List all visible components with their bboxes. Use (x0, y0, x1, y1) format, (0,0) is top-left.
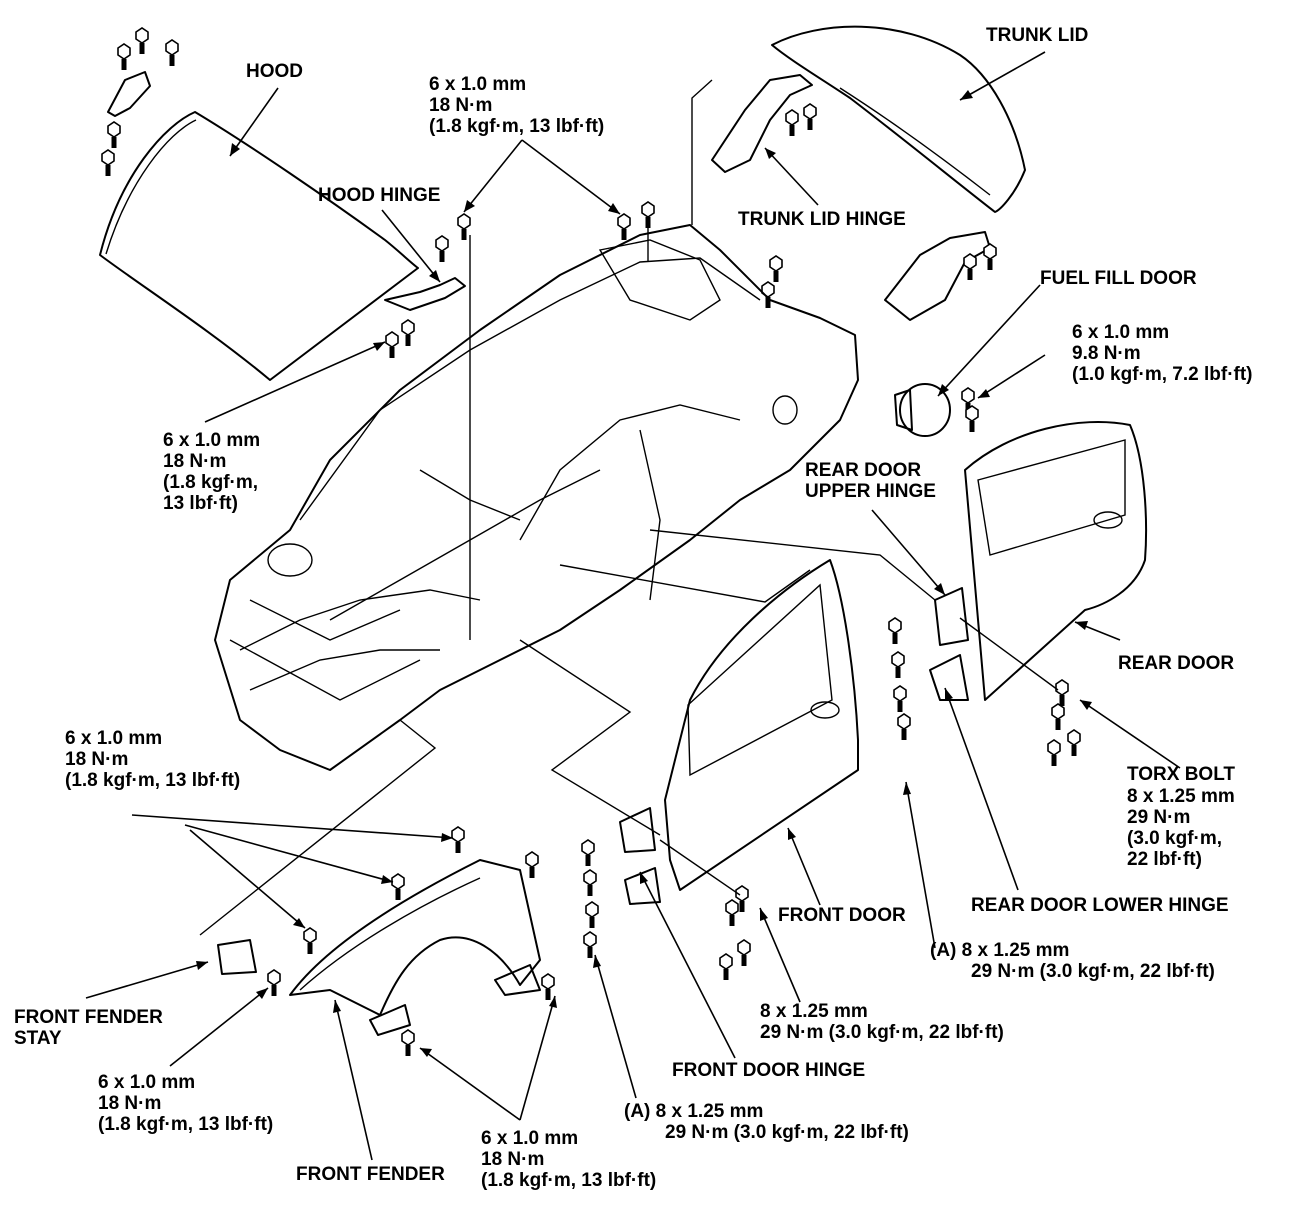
front-fender-label: FRONT FENDER (296, 1164, 445, 1185)
spec-torx-bolt: 8 x 1.25 mm 29 N·m (3.0 kgf·m, 22 lbf·ft… (1127, 786, 1235, 870)
trunk-lid-hinge-part (617, 74, 997, 321)
spec-front-door-bolt: 8 x 1.25 mm 29 N·m (3.0 kgf·m, 22 lbf·ft… (760, 1001, 1004, 1043)
spec-fender-top: 6 x 1.0 mm 18 N·m (1.8 kgf·m, 13 lbf·ft) (65, 728, 241, 791)
torx-bolt-label: TORX BOLT (1127, 764, 1236, 785)
fuel-fill-door-part (894, 383, 979, 437)
spec-fender-stay-bolt: 6 x 1.0 mm 18 N·m (1.8 kgf·m, 13 lbf·ft) (98, 1072, 274, 1135)
spec-fender-bottom: 6 x 1.0 mm 18 N·m (1.8 kgf·m, 13 lbf·ft) (481, 1128, 657, 1191)
trunk-lid-panel (771, 25, 1026, 213)
trunk-lid-label: TRUNK LID (986, 25, 1089, 46)
guide-lines (199, 79, 1059, 936)
spec-rear-door-a: (A) 8 x 1.25 mm 29 N·m (3.0 kgf·m, 22 lb… (930, 940, 1215, 982)
rear-door-hinges (888, 587, 1081, 767)
spec-top-center: 6 x 1.0 mm 18 N·m (1.8 kgf·m, 13 lbf·ft) (429, 74, 605, 137)
front-door-part (664, 559, 859, 891)
fuel-fill-door-label: FUEL FILL DOOR (1040, 268, 1197, 289)
hood-label: HOOD (246, 61, 303, 82)
car-body-shell (214, 224, 859, 771)
hood-panel (99, 111, 419, 381)
hood-hinge-label: HOOD HINGE (318, 185, 441, 206)
rear-door-part (964, 421, 1148, 701)
front-door-hinge-label: FRONT DOOR HINGE (672, 1060, 866, 1081)
spec-front-door-a: (A) 8 x 1.25 mm 29 N·m (3.0 kgf·m, 22 lb… (624, 1101, 909, 1143)
trunk-lid-hinge-label: TRUNK LID HINGE (738, 209, 906, 230)
hood-hinge-part (384, 213, 471, 359)
front-fender-stay-part (217, 939, 281, 997)
hood-hinge-upper-left (101, 27, 179, 177)
front-fender-stay-label: FRONT FENDER STAY (14, 1007, 163, 1049)
rear-door-upper-hinge-label: REAR DOOR UPPER HINGE (805, 460, 936, 502)
front-door-hinges (581, 807, 751, 981)
spec-fuel-door: 6 x 1.0 mm 9.8 N·m (1.0 kgf·m, 7.2 lbf·f… (1072, 322, 1253, 385)
leader-lines (85, 51, 1181, 1161)
front-fender-part (289, 826, 555, 1057)
spec-hood-left: 6 x 1.0 mm 18 N·m (1.8 kgf·m, 13 lbf·ft) (163, 430, 261, 514)
rear-door-label: REAR DOOR (1118, 653, 1235, 674)
rear-door-lower-hinge-label: REAR DOOR LOWER HINGE (971, 895, 1229, 916)
front-door-label: FRONT DOOR (778, 905, 906, 926)
